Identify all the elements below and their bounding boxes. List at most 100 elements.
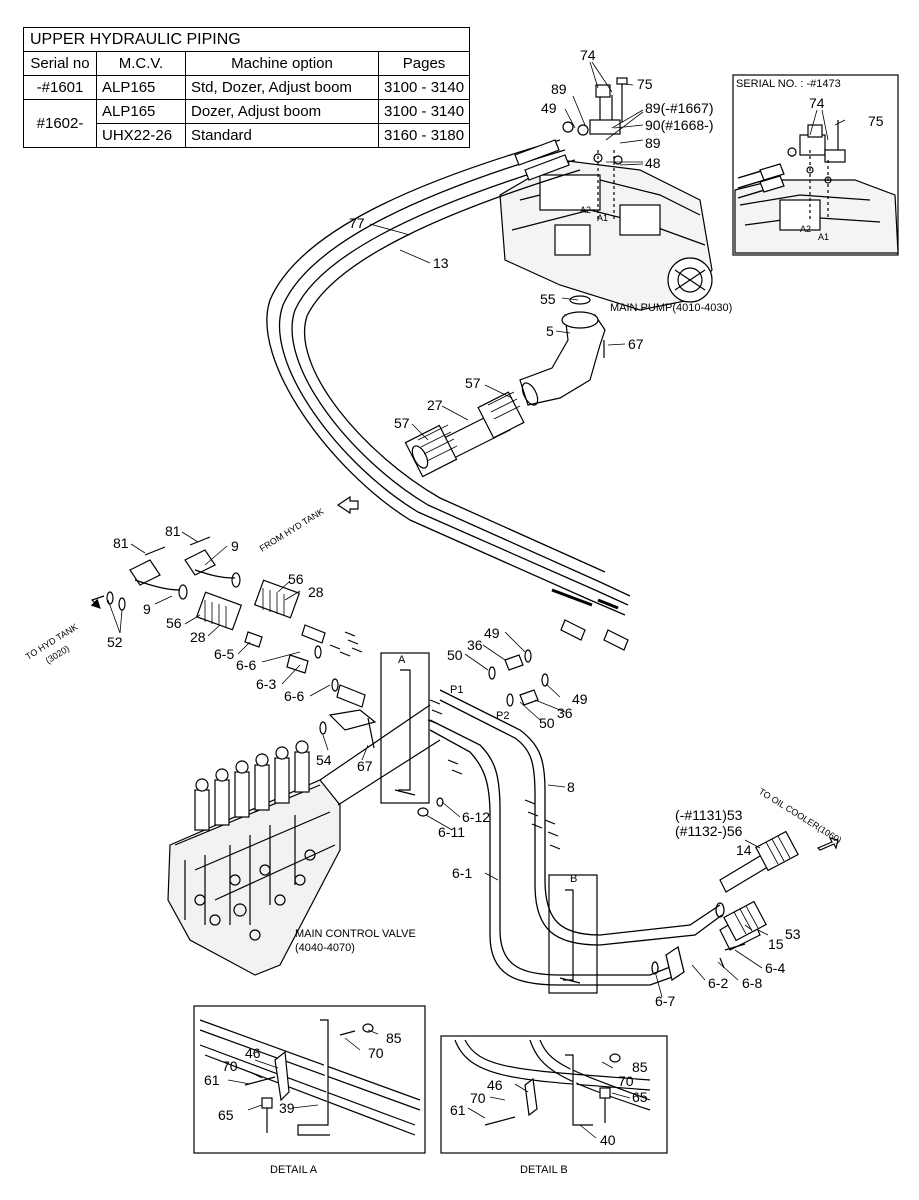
part-label: 55: [540, 291, 556, 307]
main-pump-label: MAIN PUMP(4010-4030): [610, 302, 732, 314]
part-label: 6-11: [438, 824, 465, 840]
part-label: 6-8: [742, 975, 762, 991]
detail-b-label: 85: [632, 1059, 648, 1075]
part-label: 53: [785, 926, 801, 942]
part-label: 49: [484, 625, 500, 641]
part-label: (-#1131)53: [675, 807, 743, 823]
detail-b-frame: [440, 1035, 668, 1154]
part-label: 8: [567, 779, 575, 795]
detail-a-label: 85: [386, 1030, 402, 1046]
header-pages: Pages: [377, 51, 471, 76]
part-label: 50: [447, 647, 463, 663]
cell-serial: #1602-: [23, 99, 97, 148]
part-label: 28: [308, 584, 324, 600]
part-label: 48: [645, 155, 661, 171]
to-oil-cooler-arrow: [816, 837, 839, 851]
main-control-valve-pages: (4040-4070): [295, 942, 355, 954]
detail-a-drawing: [199, 1019, 421, 1136]
part-label: 27: [427, 397, 443, 413]
part-label: 6-12: [462, 809, 490, 825]
part-label: 36: [467, 637, 483, 653]
part-label: 49: [572, 691, 588, 707]
table-row: #1602- ALP165 Dozer, Adjust boom 3100 - …: [23, 99, 471, 148]
part-label: 50: [539, 715, 555, 731]
detail-a-label: 39: [279, 1100, 295, 1116]
inset-title: SERIAL NO. : -#1473: [736, 78, 841, 90]
part-label: 57: [394, 415, 410, 431]
detail-a-label: 61: [204, 1072, 220, 1088]
main-control-valve: [167, 704, 441, 976]
detail-b-label: 40: [600, 1132, 616, 1148]
main-control-valve-label: MAIN CONTROL VALVE: [295, 928, 416, 940]
detail-a-label: 70: [222, 1058, 238, 1074]
part-label: 6-1: [452, 865, 472, 881]
part-label: 6-6: [236, 657, 256, 673]
port-p2: P2: [496, 710, 509, 722]
table-header-row: Serial no M.C.V. Machine option Pages: [23, 51, 471, 76]
part-label: 81: [113, 535, 129, 551]
part-label: 57: [465, 375, 481, 391]
table-row: UHX22-26 Standard 3160 - 3180: [24, 123, 471, 148]
to-oil-cooler-label: TO OIL COOLER(1060): [757, 786, 843, 845]
detail-a-label: 70: [368, 1045, 384, 1061]
cell-pages: 3100 - 3140: [377, 75, 471, 100]
table-row: -#1601 ALP165 Std, Dozer, Adjust boom 31…: [23, 75, 471, 100]
to-tank-arrow: [90, 595, 105, 609]
part-label: 67: [357, 758, 373, 774]
part-label: 9: [231, 538, 239, 554]
valve-bolts: [329, 631, 561, 850]
part-label: 5: [546, 323, 554, 339]
part-label: 75: [637, 76, 653, 92]
detail-a-label: 46: [245, 1045, 261, 1061]
part-label: 56: [288, 571, 304, 587]
cell-mcv: UHX22-26: [96, 123, 186, 148]
inset-port-a2: A2: [800, 224, 811, 234]
part-label: 89(-#1667): [645, 100, 714, 116]
part-label: 6-7: [655, 993, 675, 1009]
cell-option: Dozer, Adjust boom: [185, 99, 379, 124]
leader-lines: [107, 61, 846, 1139]
part-label: (#1132-)56: [675, 823, 743, 839]
from-tank-label: FROM HYD TANK: [258, 506, 326, 554]
part-label: 36: [557, 705, 573, 721]
part-label: 74: [580, 47, 596, 63]
inset-label: 74: [809, 95, 825, 111]
detail-b-label: 65: [632, 1089, 648, 1105]
part-label: 6-3: [256, 676, 276, 692]
detail-a-tag: A: [398, 654, 406, 666]
inset-label: 75: [868, 113, 884, 129]
detail-a-box: [380, 652, 430, 804]
header-serial: Serial no: [23, 51, 97, 76]
part-label: 56: [166, 615, 182, 631]
part-label: 52: [107, 634, 123, 650]
cell-option: Std, Dozer, Adjust boom: [185, 75, 379, 100]
detail-b-caption: DETAIL B: [520, 1164, 568, 1176]
cell-option: Standard: [185, 123, 379, 148]
suction-elbow: [519, 295, 606, 406]
detail-a-label: 65: [218, 1107, 234, 1123]
cell-mcv: ALP165: [96, 99, 186, 124]
cell-pages: 3160 - 3180: [377, 123, 471, 148]
detail-b-label: 70: [618, 1073, 634, 1089]
part-label: 28: [190, 629, 206, 645]
port-p1: P1: [450, 684, 463, 696]
pump-port-a2: A2: [580, 205, 591, 215]
inset-port-a1: A1: [818, 232, 829, 242]
detail-a-frame: [193, 1005, 426, 1154]
inset-drawing: [734, 120, 899, 254]
detail-b-label: 70: [470, 1090, 486, 1106]
table-title: UPPER HYDRAULIC PIPING: [22, 27, 471, 52]
suction-hose: [404, 382, 539, 478]
pump-port-a1: A1: [597, 213, 608, 223]
part-label: 81: [165, 523, 181, 539]
inset-box: [732, 74, 899, 256]
part-label: 54: [316, 752, 332, 768]
part-label: 6-5: [214, 646, 234, 662]
detail-b-label: 61: [450, 1102, 466, 1118]
part-label: 6-6: [284, 688, 304, 704]
cell-mcv: ALP165: [96, 75, 186, 100]
part-label: 49: [541, 100, 557, 116]
part-label: 14: [736, 842, 752, 858]
detail-b-label: 46: [487, 1077, 503, 1093]
